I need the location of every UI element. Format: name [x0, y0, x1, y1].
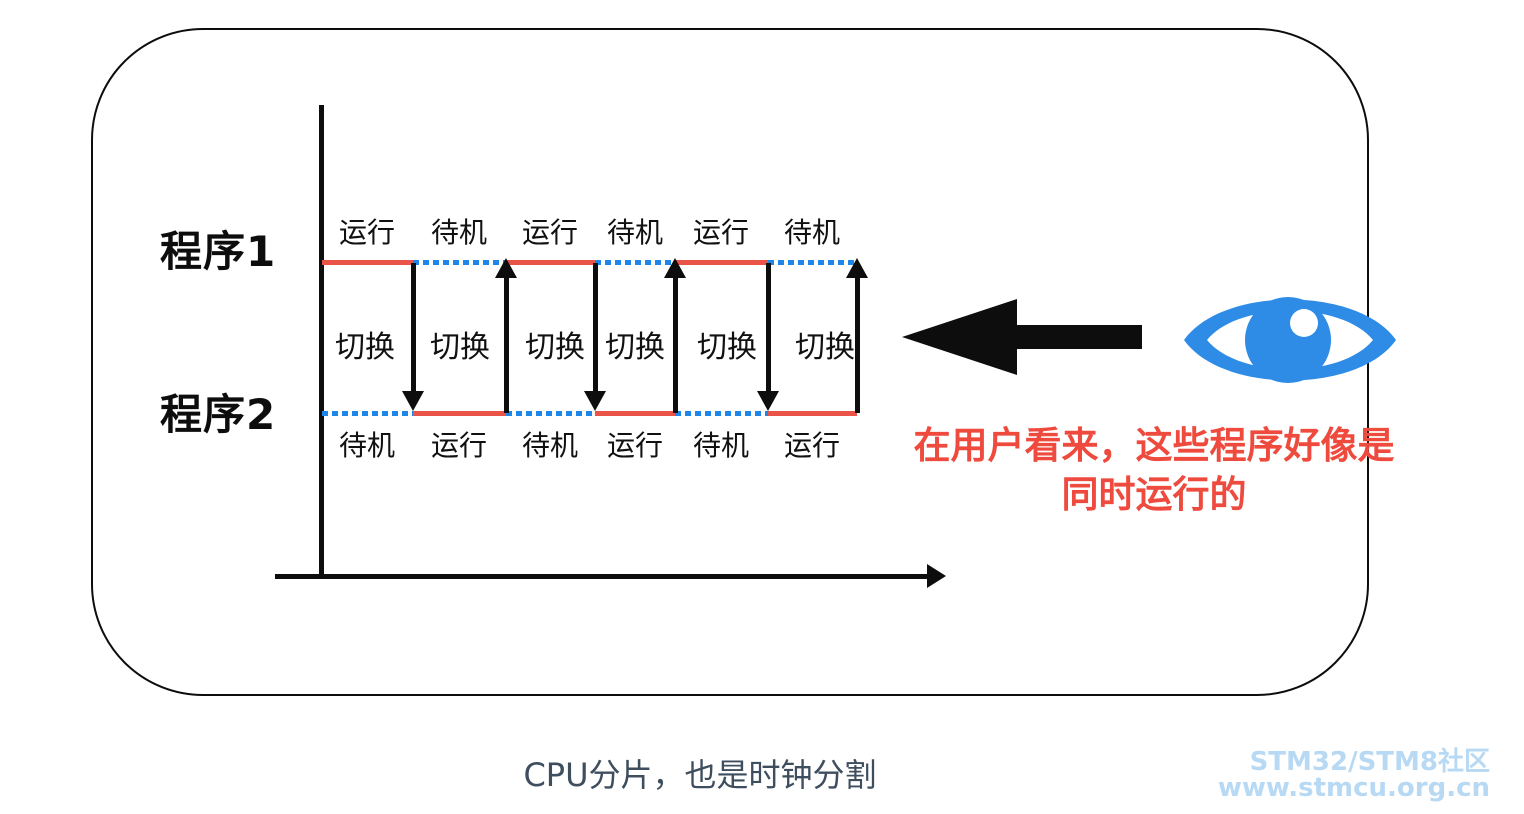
segment-run [322, 260, 413, 265]
left-arrow-icon [902, 299, 1142, 375]
watermark-line2: www.stmcu.org.cn [1217, 773, 1490, 803]
state-label: 待机 [606, 216, 663, 249]
switch-down-arrow [592, 263, 598, 393]
state-label: 运行 [338, 216, 395, 249]
program1-label: 程序1 [160, 227, 277, 276]
switch-label: 切换 [795, 330, 855, 365]
state-label: 运行 [521, 216, 578, 249]
state-label: 待机 [521, 429, 578, 462]
watermark-line1: STM32/STM8社区 [1249, 747, 1490, 777]
switch-down-arrow [410, 263, 416, 393]
segment-run [506, 260, 595, 265]
switch-up-arrowhead-icon [664, 258, 686, 278]
switch-label: 切换 [430, 330, 490, 365]
switch-label: 切换 [605, 330, 665, 365]
segment-run [413, 411, 506, 416]
switch-down-arrow [765, 263, 771, 393]
state-label: 运行 [606, 429, 663, 462]
switch-up-arrow [503, 276, 509, 413]
figure-caption: CPU分片，也是时钟分割 [523, 756, 877, 794]
switch-label: 切换 [335, 330, 395, 365]
state-label: 待机 [692, 429, 749, 462]
segment-standby [506, 411, 595, 416]
state-label: 待机 [430, 216, 487, 249]
segment-standby [413, 260, 506, 265]
state-label: 待机 [783, 216, 840, 249]
y-axis-line [319, 105, 324, 577]
switch-up-arrowhead-icon [495, 258, 517, 278]
segment-run [675, 260, 768, 265]
annotation-line1: 在用户看来，这些程序好像是 [913, 424, 1395, 467]
switch-up-arrow [672, 276, 678, 413]
segment-standby [768, 260, 857, 265]
annotation-line2: 同时运行的 [1061, 473, 1247, 516]
segment-standby [675, 411, 768, 416]
state-label: 运行 [783, 429, 840, 462]
segment-run [595, 411, 675, 416]
switch-down-arrowhead-icon [584, 391, 606, 411]
switch-down-arrowhead-icon [402, 391, 424, 411]
eye-icon [1184, 297, 1396, 383]
switch-up-arrow [854, 276, 860, 413]
segment-run [768, 411, 857, 416]
segment-standby [322, 411, 413, 416]
segment-standby [595, 260, 675, 265]
watermark: STM32/STM8社区 www.stmcu.org.cn [1218, 749, 1490, 801]
state-label: 运行 [692, 216, 749, 249]
switch-up-arrowhead-icon [846, 258, 868, 278]
switch-down-arrowhead-icon [757, 391, 779, 411]
x-axis-line [275, 574, 928, 579]
switch-label: 切换 [525, 330, 585, 365]
user-view-annotation: 在用户看来，这些程序好像是 同时运行的 [893, 421, 1415, 519]
switch-label: 切换 [697, 330, 757, 365]
state-label: 运行 [430, 429, 487, 462]
x-axis-arrowhead-icon [927, 564, 946, 588]
program2-label: 程序2 [160, 390, 277, 439]
state-label: 待机 [338, 429, 395, 462]
